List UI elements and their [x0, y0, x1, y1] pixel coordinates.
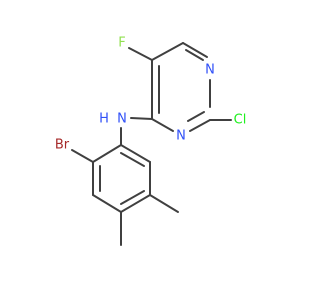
bond-c4p-c5p: [120, 194, 151, 213]
bond-c6p-c1: [120, 144, 151, 163]
bond-c5-f: [128, 47, 153, 61]
atom-bromine: Br: [55, 138, 70, 153]
bond-c5-c6: [151, 42, 184, 61]
atom-labels: F N N Cl H N Br: [55, 36, 246, 153]
bond-c2-n3-double: [187, 111, 205, 122]
bond-c4p-c5p-double: [120, 190, 145, 205]
atom-nitrogen-n3: N: [176, 129, 186, 144]
atom-fluorine: F: [118, 36, 125, 51]
atom-chlorine: Cl: [234, 113, 247, 128]
bond-c3p-c4p: [92, 194, 122, 213]
bond-c5p-me: [149, 194, 179, 213]
atom-amine-n: N: [117, 112, 127, 127]
bond-c1-c2p: [92, 144, 122, 163]
bonds: [71, 42, 232, 246]
atom-nitrogen-n1: N: [205, 63, 215, 78]
bond-c4-nh: [130, 117, 153, 120]
molecule-structure: F N N Cl H N Br: [55, 36, 246, 246]
bond-c6p-c1-double: [120, 152, 145, 167]
bond-c2-n3: [189, 119, 211, 132]
bond-c2p-br: [71, 149, 94, 163]
bond-n3-c4: [151, 118, 174, 132]
atom-amine-h: H: [99, 112, 109, 127]
bond-c6-n1: [182, 42, 208, 58]
bond-c6-n1-double: [185, 49, 204, 61]
